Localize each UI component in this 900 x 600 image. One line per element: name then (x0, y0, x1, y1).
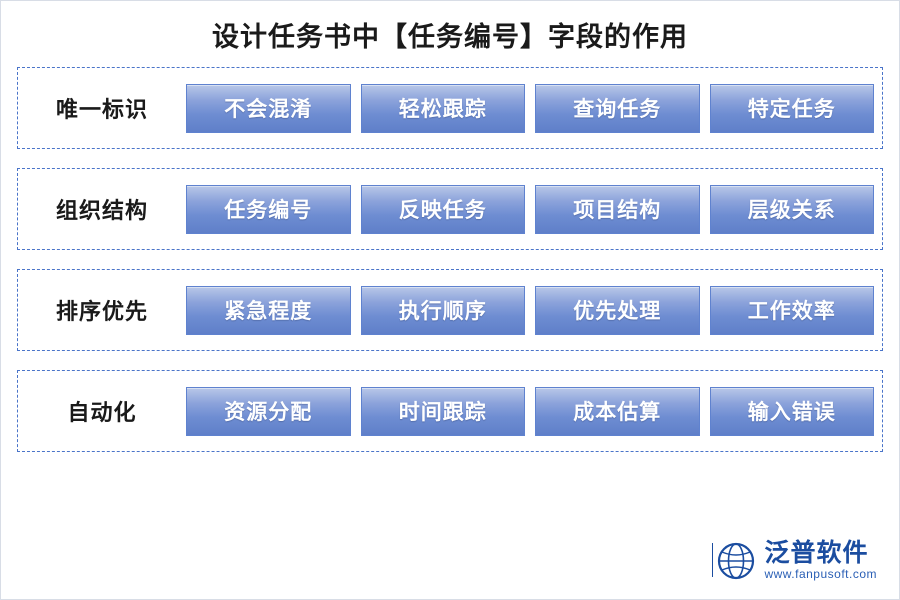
cell-item: 特定任务 (709, 83, 874, 133)
cell-item: 项目结构 (535, 184, 700, 234)
cell-item: 不会混淆 (186, 83, 351, 133)
diagram-row: 组织结构 任务编号 反映任务 项目结构 层级关系 (17, 168, 883, 251)
row-label: 自动化 (67, 400, 137, 426)
logo-divider (712, 543, 713, 577)
globe-icon (716, 541, 756, 581)
cell-item: 时间跟踪 (360, 386, 525, 436)
cell-item: 优先处理 (535, 285, 700, 335)
cell-item: 资源分配 (186, 386, 351, 436)
cell-item: 输入错误 (709, 386, 874, 436)
diagram-row: 排序优先 紧急程度 执行顺序 优先处理 工作效率 (17, 269, 883, 352)
row-label: 组织结构 (55, 198, 148, 224)
cell-item: 反映任务 (360, 184, 525, 234)
cell-item: 层级关系 (709, 184, 874, 234)
logo-text-block: 泛普软件 www.fanpusoft.com (764, 540, 877, 581)
cell-item: 查询任务 (535, 83, 700, 133)
diagram-row: 唯一标识 不会混淆 轻松跟踪 查询任务 特定任务 (17, 67, 883, 150)
row-cells: 任务编号 反映任务 项目结构 层级关系 (186, 184, 882, 234)
brand-logo: 泛普软件 www.fanpusoft.com (716, 540, 877, 581)
logo-url: www.fanpusoft.com (764, 567, 877, 582)
page-title: 设计任务书中【任务编号】字段的作用 (212, 22, 688, 52)
row-cells: 资源分配 时间跟踪 成本估算 输入错误 (186, 386, 882, 436)
cell-item: 成本估算 (535, 386, 700, 436)
cell-item: 轻松跟踪 (360, 83, 525, 133)
cell-item: 执行顺序 (360, 285, 525, 335)
logo-name: 泛普软件 (764, 539, 869, 568)
row-cells: 不会混淆 轻松跟踪 查询任务 特定任务 (186, 83, 882, 133)
cell-item: 工作效率 (709, 285, 874, 335)
row-cells: 紧急程度 执行顺序 优先处理 工作效率 (186, 285, 882, 335)
diagram-rows: 唯一标识 不会混淆 轻松跟踪 查询任务 特定任务 组织结构 任务编号 反映任务 … (1, 61, 899, 453)
row-label: 排序优先 (55, 299, 148, 325)
cell-item: 紧急程度 (186, 285, 351, 335)
row-label: 唯一标识 (55, 97, 148, 123)
diagram-row: 自动化 资源分配 时间跟踪 成本估算 输入错误 (17, 370, 883, 453)
cell-item: 任务编号 (186, 184, 351, 234)
